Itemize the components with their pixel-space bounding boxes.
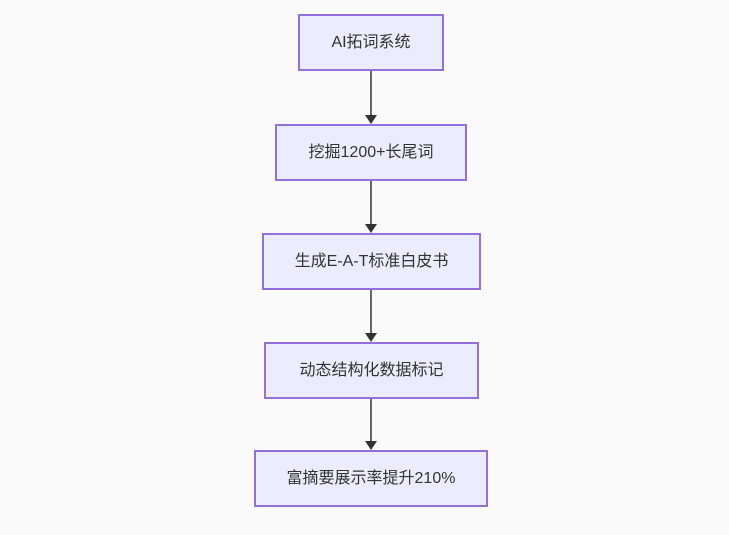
arrow-line (370, 71, 372, 115)
flow-arrow-4 (365, 399, 377, 450)
flow-node-label: 挖掘1200+长尾词 (308, 143, 434, 161)
flow-node-label: 富摘要展示率提升210% (286, 469, 456, 487)
flow-node-structured-data: 动态结构化数据标记 (264, 342, 479, 399)
arrow-line (370, 290, 372, 333)
flow-node-label: 动态结构化数据标记 (299, 361, 444, 379)
flow-node-longtail-mining: 挖掘1200+长尾词 (275, 124, 467, 181)
flow-arrow-2 (365, 181, 377, 233)
arrow-head-icon (365, 115, 377, 124)
arrow-head-icon (365, 333, 377, 342)
arrow-head-icon (365, 441, 377, 450)
flow-node-eat-whitepaper: 生成E-A-T标准白皮书 (262, 233, 481, 290)
flow-arrow-1 (365, 71, 377, 124)
flow-arrow-3 (365, 290, 377, 342)
arrow-line (370, 181, 372, 224)
flow-node-ai-word-system: AI拓词系统 (298, 14, 444, 71)
flow-node-rich-snippet-result: 富摘要展示率提升210% (254, 450, 488, 507)
arrow-head-icon (365, 224, 377, 233)
flow-node-label: AI拓词系统 (331, 33, 411, 51)
arrow-line (370, 399, 372, 441)
flow-node-label: 生成E-A-T标准白皮书 (294, 252, 449, 270)
